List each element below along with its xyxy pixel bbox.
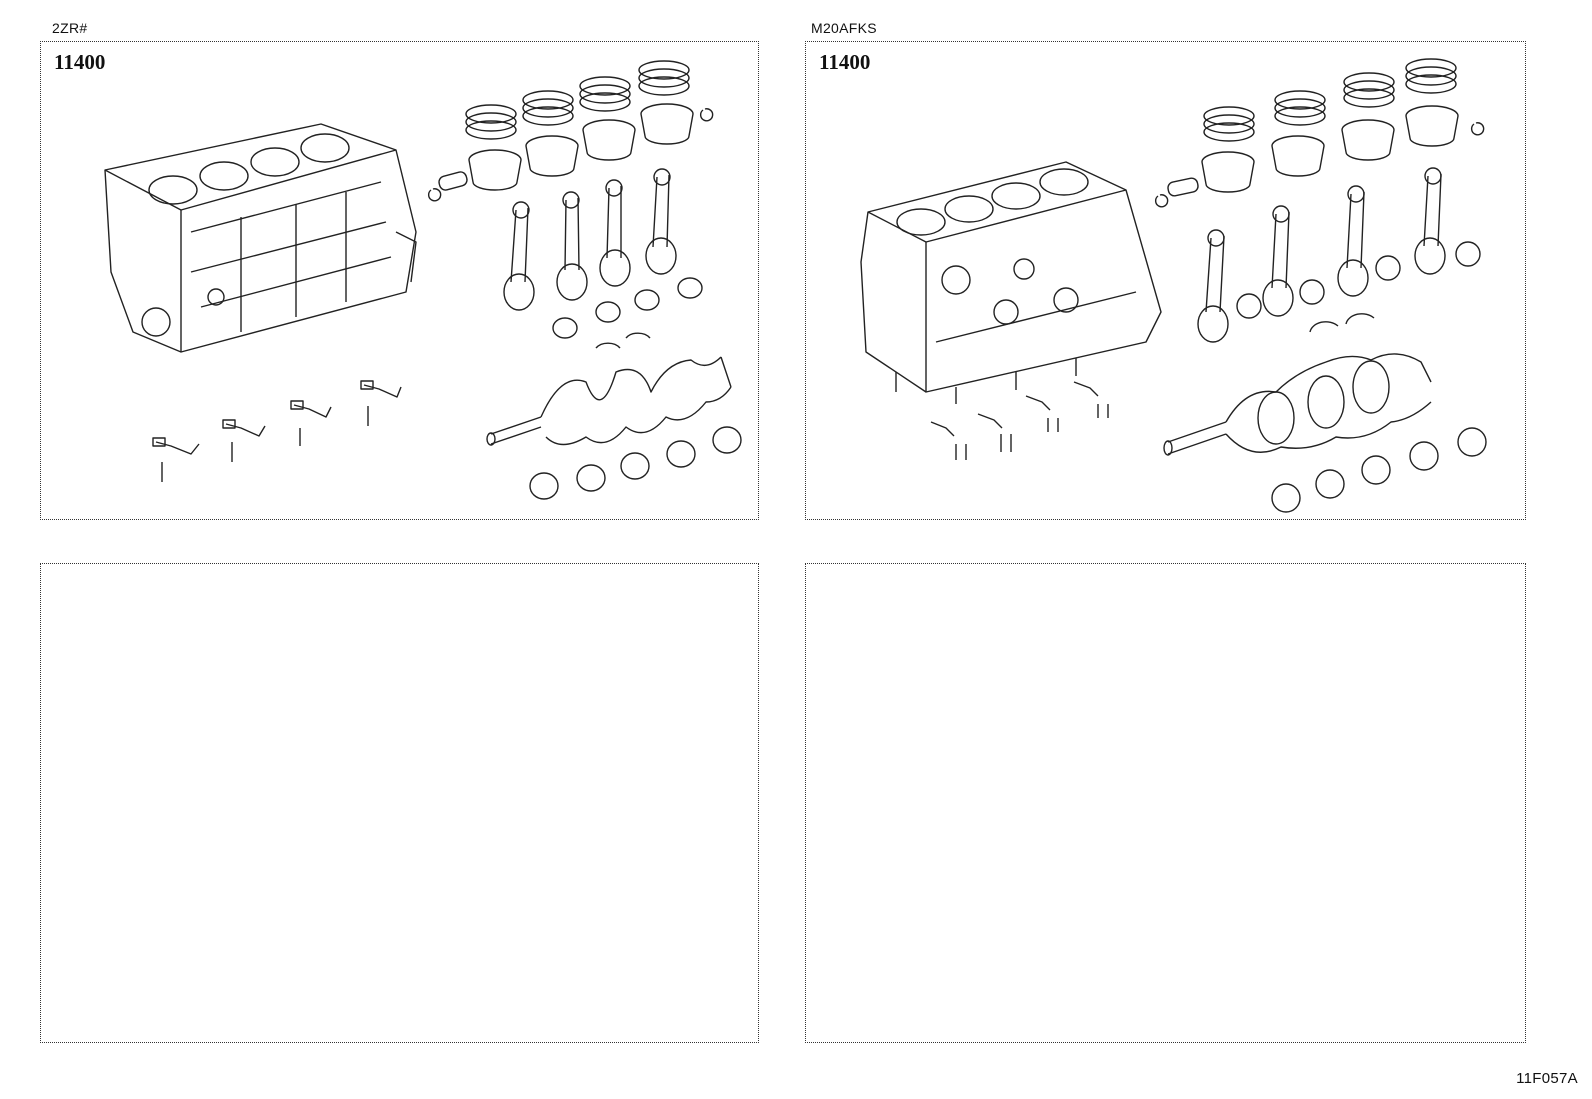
engine-label-2zr: 2ZR#: [52, 20, 88, 36]
exploded-view-2zr: [104, 60, 742, 500]
crankshaft-drawing: [1163, 353, 1432, 456]
exploded-view-m20afks: [860, 58, 1487, 513]
cylinder-block-drawing: [104, 123, 417, 353]
connecting-rods-drawing: [1197, 167, 1446, 343]
empty-panel-left: [40, 563, 759, 1043]
sheet-code: 11F057A: [1516, 1070, 1578, 1087]
part-number-label[interactable]: 11400: [54, 50, 106, 74]
piston-set-drawing: [427, 60, 714, 202]
oil-jets-drawing: [152, 380, 402, 482]
oil-jets-drawing: [930, 381, 1109, 460]
diagram-panel-m20afks: 11400: [805, 41, 1526, 520]
empty-panel-right: [805, 563, 1526, 1043]
engine-label-m20afks: M20AFKS: [811, 20, 877, 36]
piston-set-drawing: [1154, 58, 1485, 208]
diagram-panel-2zr: 11400: [40, 41, 759, 520]
cylinder-block-drawing: [860, 161, 1162, 404]
crankshaft-drawing: [486, 332, 732, 446]
bearings-drawing: [1236, 241, 1487, 513]
connecting-rods-drawing: [503, 168, 677, 311]
part-number-label[interactable]: 11400: [819, 50, 871, 74]
bearings-drawing: [529, 277, 742, 500]
